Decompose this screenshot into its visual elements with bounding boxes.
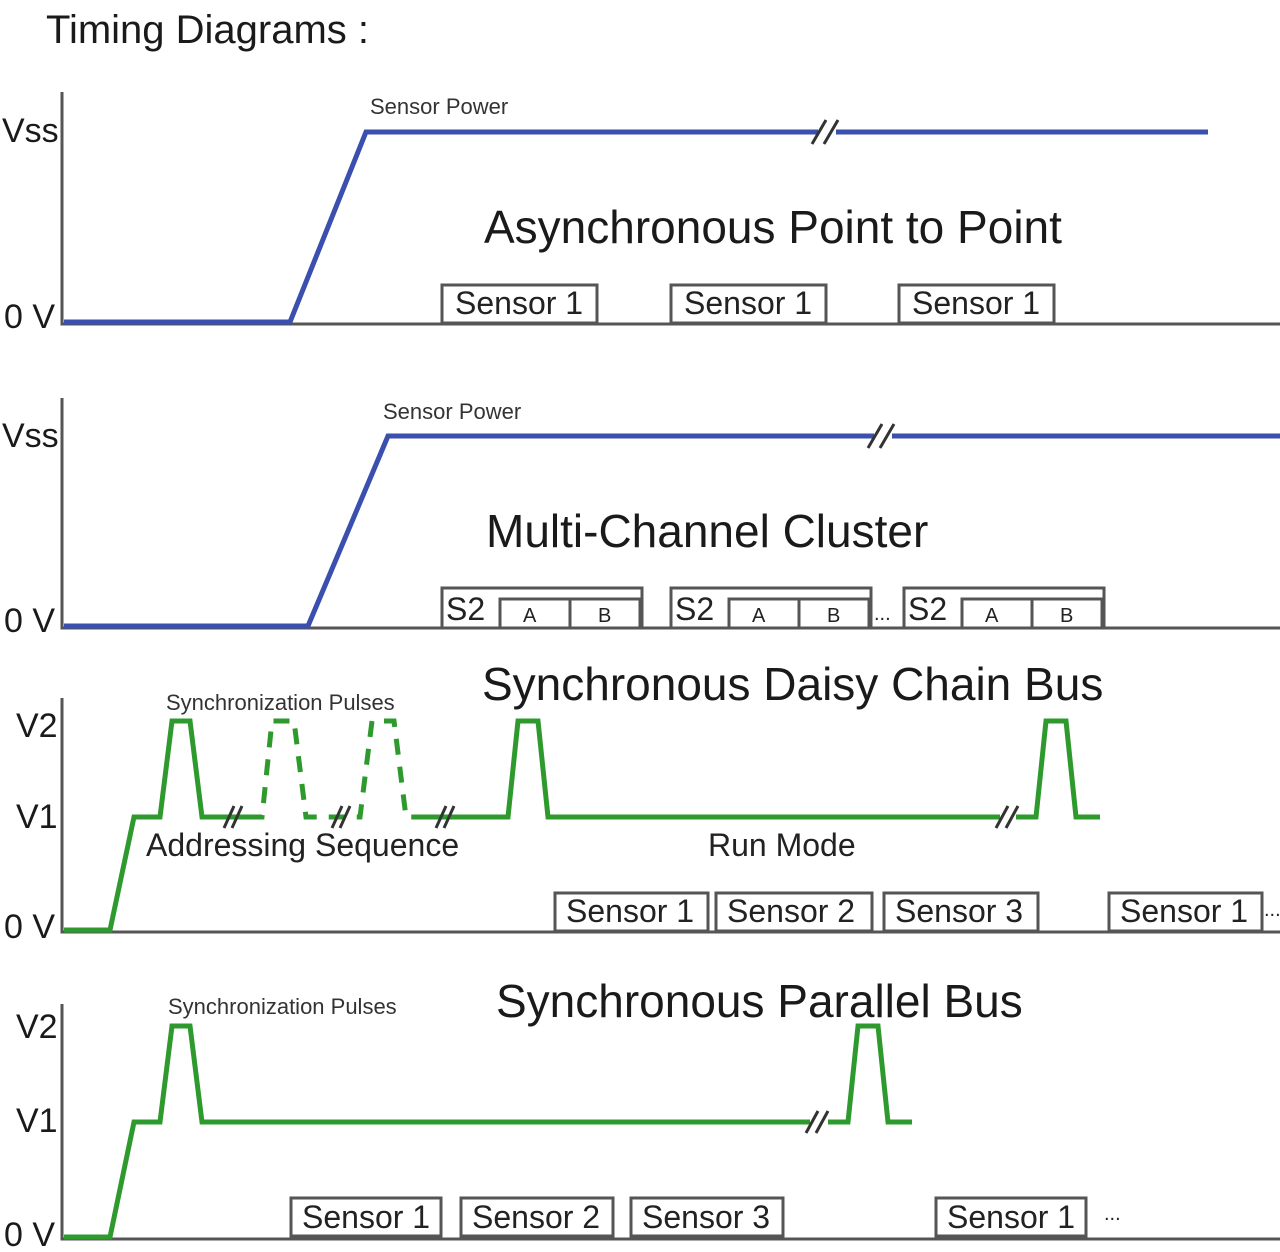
parallel-sync-trace — [64, 1023, 810, 1240]
async-y-vss-label: Vss — [2, 112, 59, 150]
daisy-next-pulse — [1016, 718, 1100, 820]
multi-channel-b: B — [827, 605, 840, 627]
parallel-y-v2-label: V2 — [16, 1008, 58, 1046]
multi-channel-b: B — [1060, 605, 1073, 627]
multi-title: Multi-Channel Cluster — [486, 505, 928, 557]
parallel-y-0v-label: 0 V — [4, 1216, 55, 1252]
parallel-sensor-box: Sensor 2 — [459, 1196, 615, 1238]
panel-parallel: Synchronous Parallel Bus V2 V1 0 V Synch… — [4, 975, 1280, 1252]
panel-daisy: Synchronous Daisy Chain Bus V2 V1 0 V Sy… — [4, 658, 1280, 946]
async-sensor-label: Sensor 1 — [912, 285, 1040, 321]
daisy-sensor-box: Sensor 3 — [882, 891, 1040, 933]
daisy-sensor-label: Sensor 2 — [727, 893, 855, 929]
async-sensor-label: Sensor 1 — [455, 285, 583, 321]
daisy-sensor-box: Sensor 1 — [553, 891, 710, 933]
parallel-sensor-label: Sensor 1 — [302, 1199, 430, 1235]
async-break-mark — [810, 118, 840, 146]
parallel-sensor-box: Sensor 3 — [629, 1196, 785, 1238]
daisy-run-trace — [424, 718, 1000, 820]
panel-multi: Vss 0 V Sensor Power Multi-Channel Clust… — [2, 398, 1280, 640]
multi-axes — [60, 398, 1280, 630]
daisy-y-v1-label: V1 — [16, 798, 58, 836]
parallel-sensor-label: Sensor 2 — [472, 1199, 600, 1235]
daisy-ellipsis: ... — [1264, 899, 1280, 921]
parallel-sensor-label: Sensor 3 — [642, 1199, 770, 1235]
multi-power-label: Sensor Power — [383, 399, 521, 424]
daisy-axes — [60, 698, 1280, 934]
async-power-trace — [64, 129, 1208, 325]
multi-s2-label: S2 — [675, 591, 714, 627]
parallel-sensor-box: Sensor 1 — [289, 1196, 443, 1238]
parallel-sensor-label: Sensor 1 — [947, 1199, 1075, 1235]
async-sensor-label: Sensor 1 — [684, 285, 812, 321]
multi-s2-group: S2 A B — [669, 586, 873, 630]
multi-break-mark — [866, 422, 896, 450]
async-axes — [60, 92, 1280, 326]
multi-s2-label: S2 — [446, 591, 485, 627]
multi-power-trace — [64, 433, 1280, 629]
panel-async: Vss 0 V Sensor Power Asynchronous Point … — [2, 92, 1280, 336]
async-y-0v-label: 0 V — [4, 298, 55, 336]
page-title: Timing Diagrams : — [46, 8, 370, 52]
parallel-title: Synchronous Parallel Bus — [496, 975, 1023, 1027]
multi-s2-group: S2 A B — [440, 586, 644, 630]
daisy-sync-pulse — [64, 718, 248, 933]
daisy-sensor-label: Sensor 3 — [895, 893, 1023, 929]
parallel-break-mark — [804, 1110, 830, 1134]
multi-channel-b: B — [598, 605, 611, 627]
daisy-addressing-label: Addressing Sequence — [146, 827, 459, 863]
multi-channel-a: A — [985, 605, 999, 627]
multi-y-vss-label: Vss — [2, 417, 59, 455]
multi-channel-a: A — [523, 605, 537, 627]
parallel-next-pulse — [828, 1023, 912, 1125]
daisy-sensor-box: Sensor 2 — [714, 891, 874, 933]
daisy-break-mark — [222, 805, 1020, 829]
multi-s2-group: S2 A B — [902, 586, 1106, 630]
parallel-axes — [60, 1004, 1280, 1241]
daisy-sensor-label: Sensor 1 — [566, 893, 694, 929]
parallel-sensor-box: Sensor 1 — [934, 1196, 1088, 1238]
daisy-sensor-label: Sensor 1 — [1120, 893, 1248, 929]
daisy-y-0v-label: 0 V — [4, 908, 55, 946]
daisy-title: Synchronous Daisy Chain Bus — [482, 658, 1103, 710]
async-sensor-box: Sensor 1 — [440, 283, 599, 325]
async-power-label: Sensor Power — [370, 94, 508, 119]
daisy-sensor-box: Sensor 1 — [1107, 891, 1264, 933]
daisy-pulses-label: Synchronization Pulses — [166, 690, 395, 715]
async-sensor-box: Sensor 1 — [669, 283, 828, 325]
parallel-ellipsis: ... — [1104, 1203, 1121, 1225]
parallel-y-v1-label: V1 — [16, 1102, 58, 1140]
async-sensor-box: Sensor 1 — [897, 283, 1056, 325]
daisy-y-v2-label: V2 — [16, 707, 58, 745]
daisy-run-label: Run Mode — [708, 827, 856, 863]
multi-s2-label: S2 — [908, 591, 947, 627]
daisy-addressing-pulses — [248, 718, 456, 820]
multi-channel-a: A — [752, 605, 766, 627]
multi-ellipsis: ... — [874, 603, 891, 625]
parallel-pulses-label: Synchronization Pulses — [168, 994, 397, 1019]
async-title: Asynchronous Point to Point — [484, 201, 1062, 253]
multi-y-0v-label: 0 V — [4, 602, 55, 640]
